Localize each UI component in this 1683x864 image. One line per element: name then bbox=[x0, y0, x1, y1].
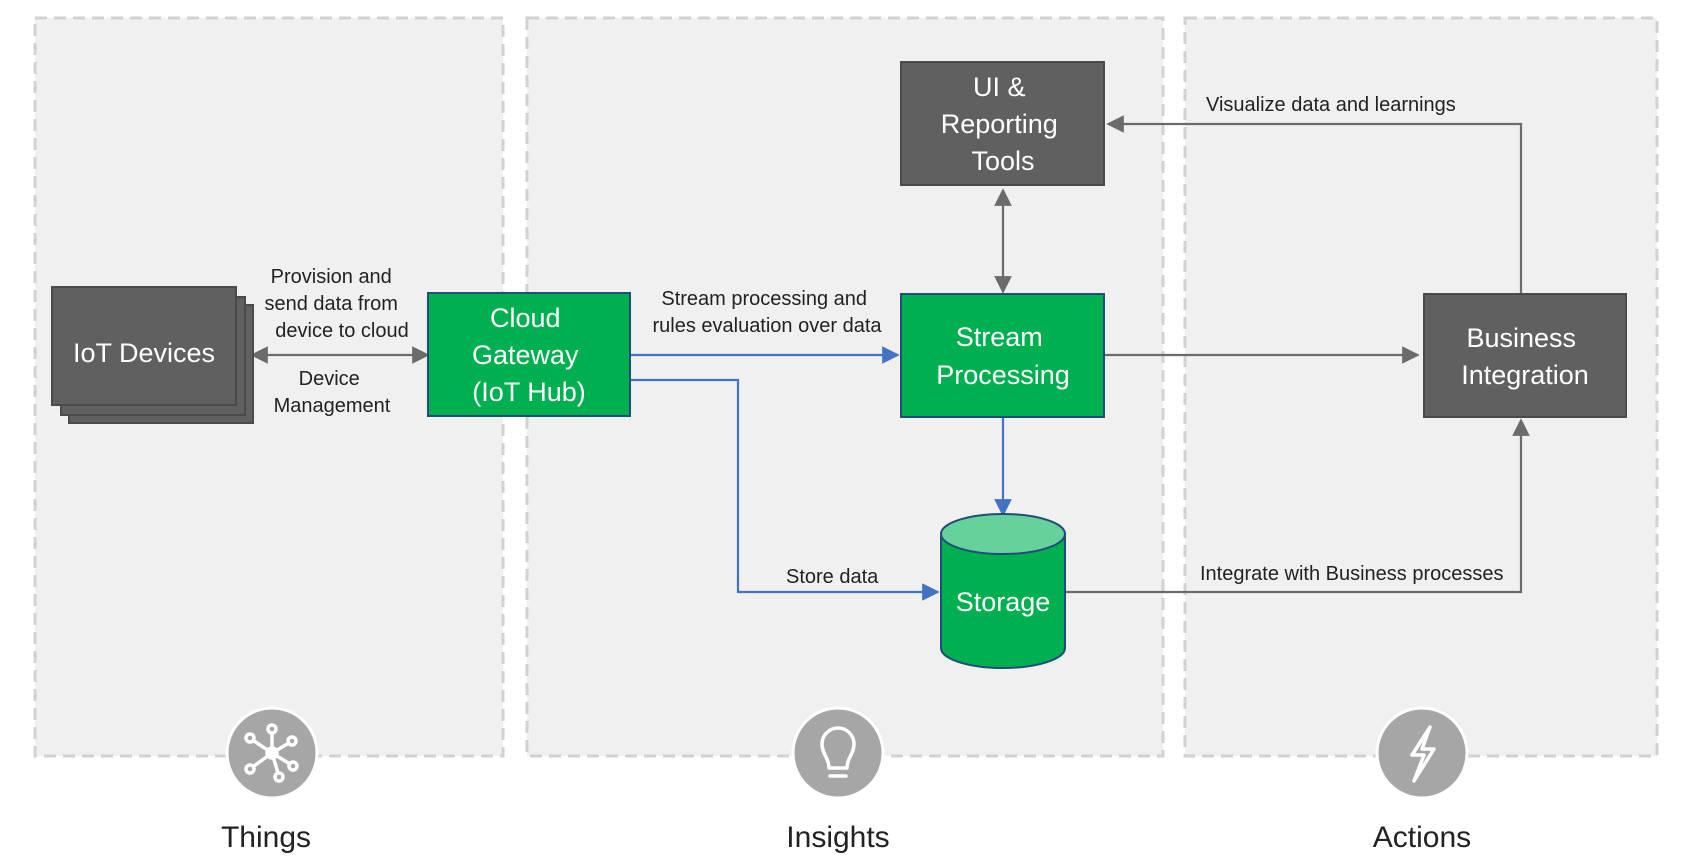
lightbulb-icon bbox=[791, 706, 885, 800]
edge-label-visualize: Visualize data and learnings bbox=[1206, 94, 1456, 116]
zone-label-things: Things bbox=[221, 821, 311, 854]
zone-label-actions: Actions bbox=[1373, 821, 1471, 854]
edge-label-store-data: Store data bbox=[786, 566, 879, 588]
edge-label-device-management: Device Management bbox=[274, 368, 391, 417]
node-stream-processing: Stream Processing bbox=[900, 293, 1105, 418]
edge-business-ui bbox=[1106, 115, 1523, 293]
node-storage-label: Storage bbox=[956, 587, 1051, 617]
node-business-integration: Business Integration bbox=[1423, 293, 1627, 418]
zone-label-insights: Insights bbox=[786, 821, 889, 854]
node-storage: Storage bbox=[940, 513, 1066, 669]
node-cloud-gateway: Cloud Gateway (IoT Hub) bbox=[427, 292, 631, 417]
edge-gateway-storage bbox=[610, 378, 940, 601]
lightning-bolt-icon bbox=[1375, 706, 1469, 800]
node-business-integration-label: Business Integration bbox=[1461, 323, 1589, 390]
edge-label-stream-rules: Stream processing and rules evaluation o… bbox=[652, 288, 882, 337]
node-iot-devices-label: IoT Devices bbox=[73, 338, 215, 368]
edge-storage-business bbox=[1064, 418, 1530, 594]
node-cloud-gateway-label: Cloud Gateway (IoT Hub) bbox=[472, 303, 586, 407]
node-stream-processing-label: Stream Processing bbox=[936, 322, 1070, 390]
node-ui-reporting-label: UI & Reporting Tools bbox=[941, 72, 1066, 176]
edge-label-provision: Provision and send data from device to c… bbox=[265, 266, 409, 342]
edge-label-integrate: Integrate with Business processes bbox=[1200, 563, 1504, 585]
node-ui-reporting-tools: UI & Reporting Tools bbox=[900, 61, 1105, 186]
hub-network-icon bbox=[225, 706, 319, 800]
node-iot-devices: IoT Devices bbox=[51, 286, 254, 424]
